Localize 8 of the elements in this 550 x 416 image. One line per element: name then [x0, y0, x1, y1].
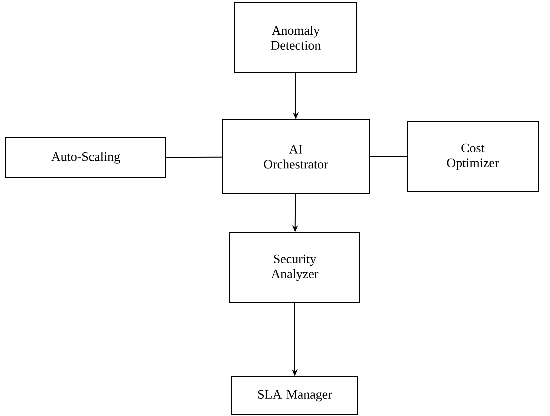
connector-line	[370, 156, 408, 158]
process-box: Security Analyzer	[230, 232, 360, 304]
process-box: AI Orchestrator	[222, 120, 370, 194]
connector-line	[166, 156, 222, 158]
process-box: Anomaly Detection	[234, 2, 358, 74]
process-box: Cost Optimizer	[407, 122, 539, 192]
process-box: SLA Manager	[232, 376, 358, 416]
process-box: Auto-Scaling	[6, 138, 166, 178]
